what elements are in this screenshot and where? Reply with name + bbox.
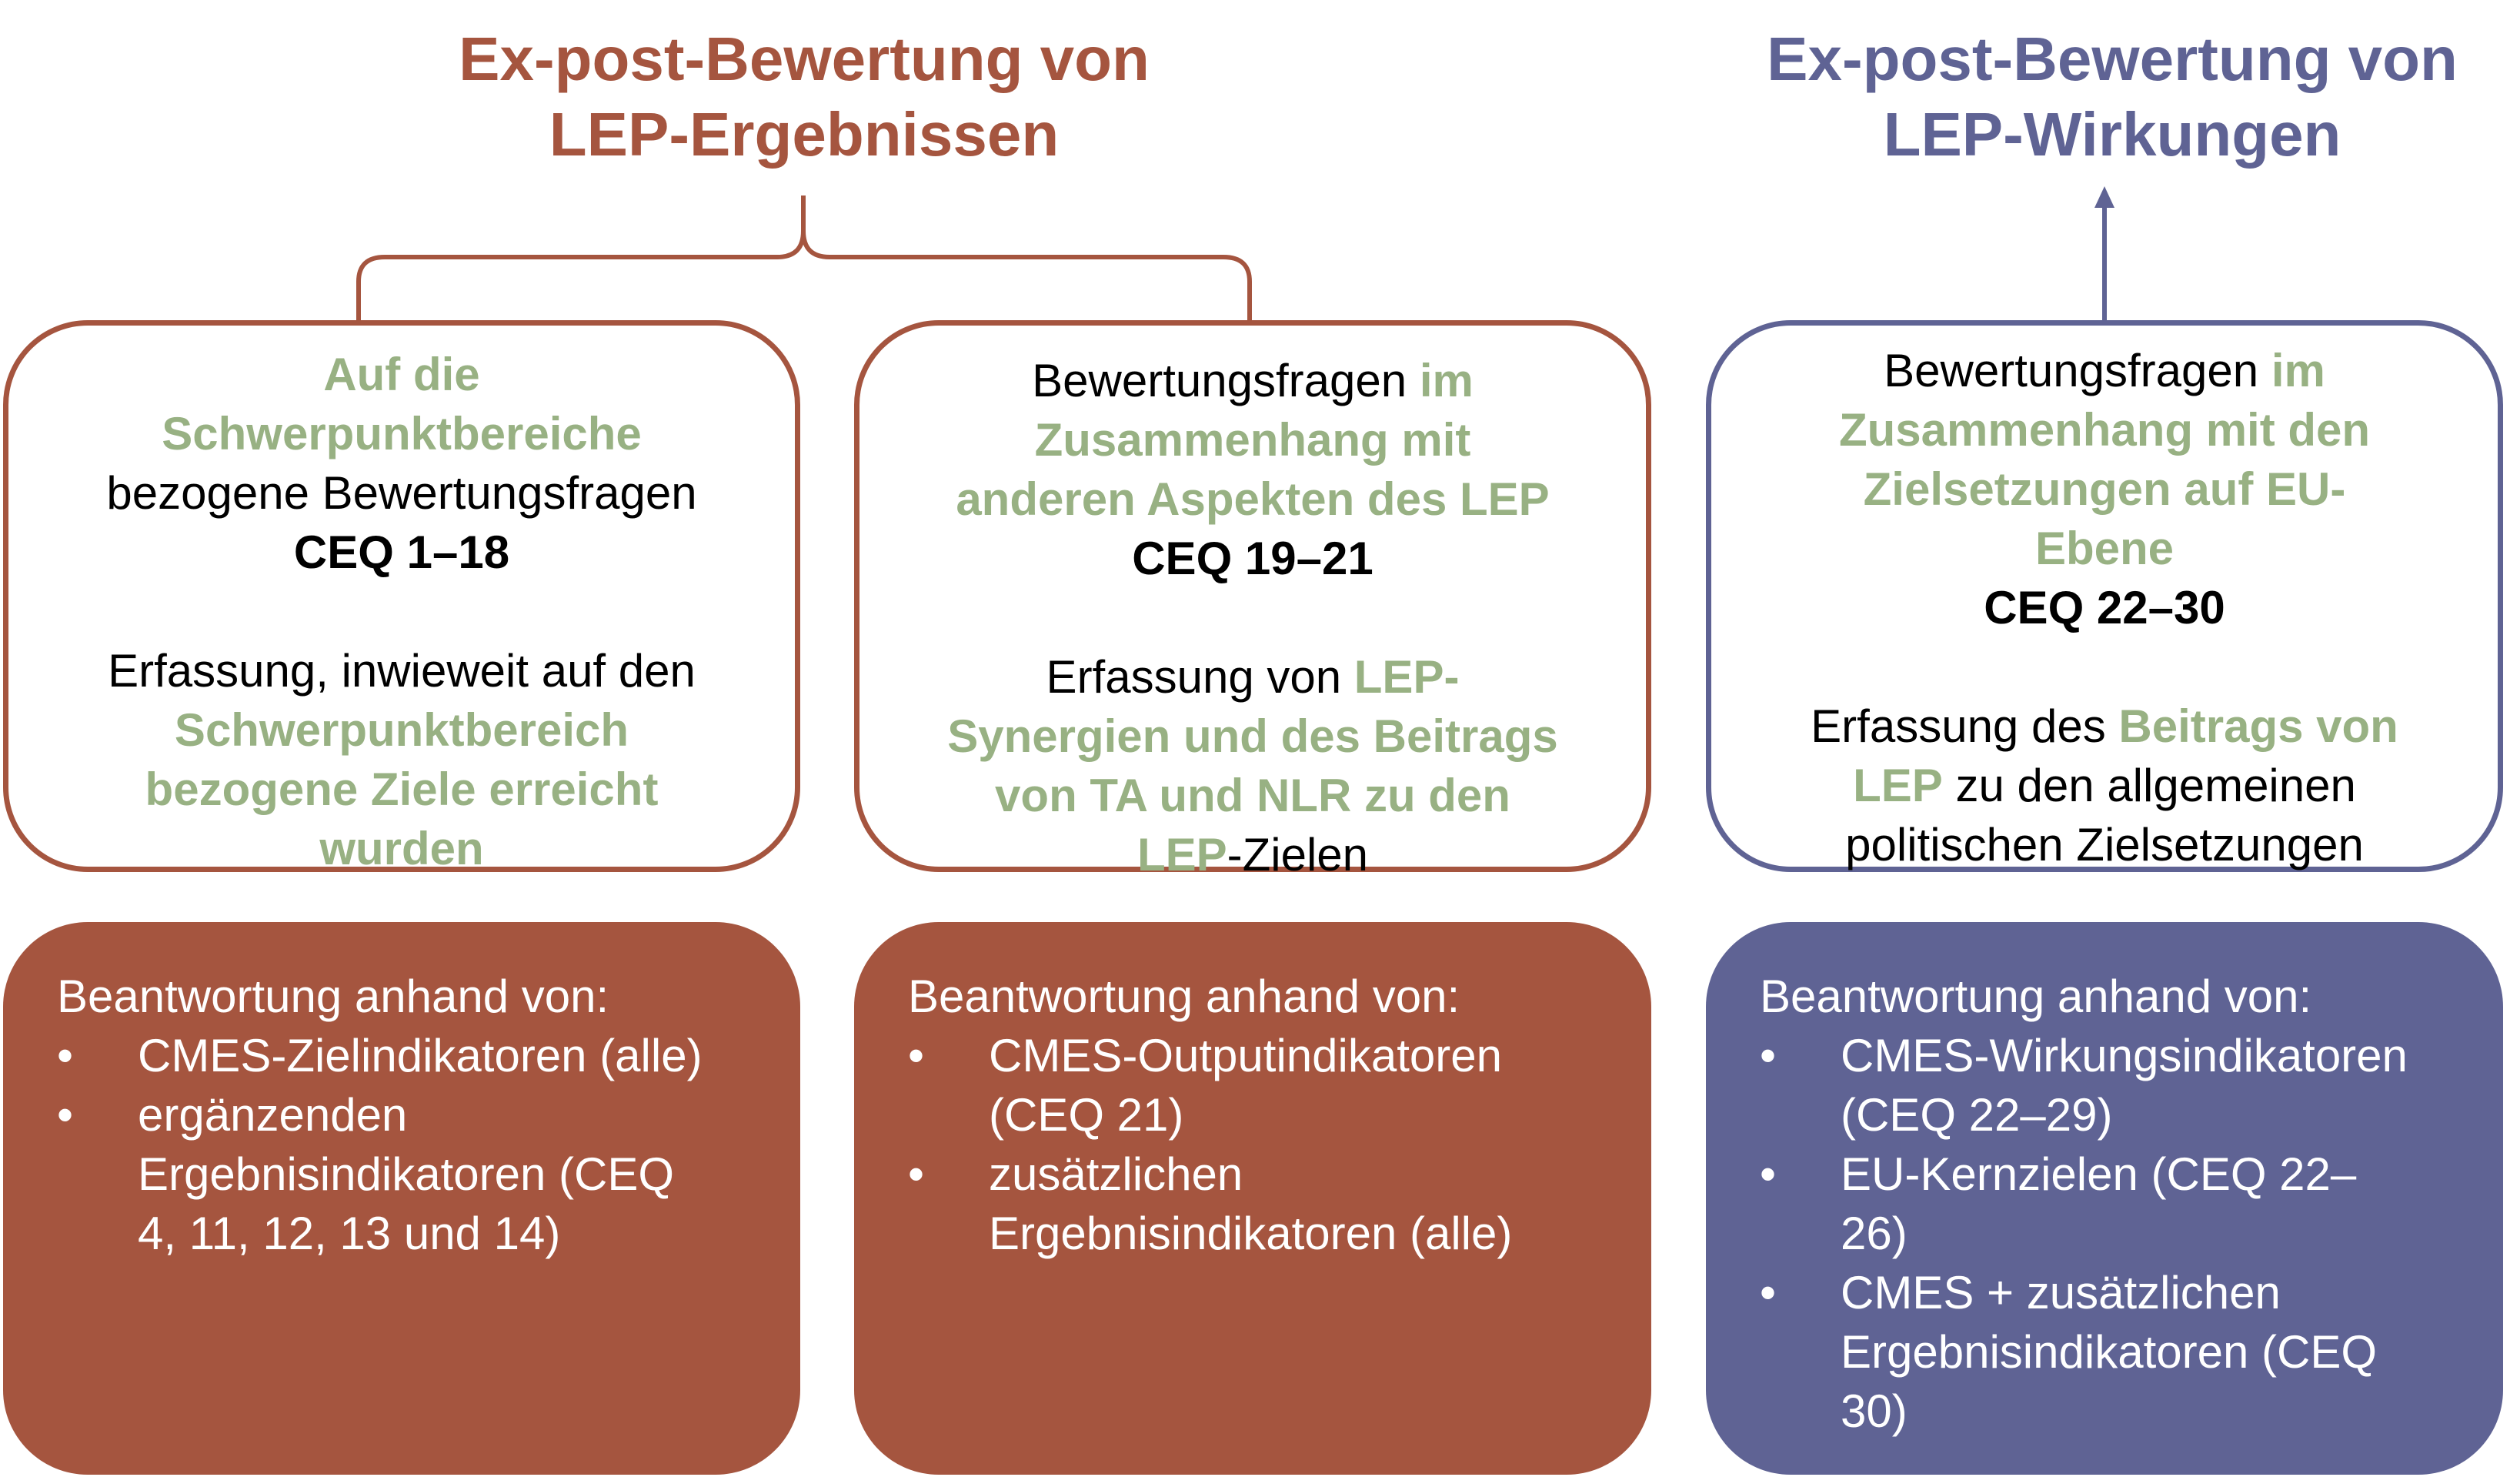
q2-line1-green: im (1419, 355, 1474, 406)
q3-line2: Zusammenhang mit den (1838, 404, 2371, 456)
bullet-icon: • (57, 1030, 74, 1081)
q2-desc-line1-plain: Erfassung von (1046, 651, 1354, 703)
q1-desc-line2: Schwerpunktbereich (174, 704, 629, 756)
heading-impacts: Ex-post-Bewertung von LEP-Wirkungen (1647, 22, 2520, 172)
arrow-up-icon (2094, 186, 2114, 208)
q2-line3: anderen Aspekten des LEP (956, 473, 1550, 525)
q2-desc-line4-plain: -Zielen (1227, 829, 1369, 881)
a3-list: • CMES-Wirkungsindikatoren (CEQ 22–29) •… (1760, 1026, 2472, 1441)
a1-intro: Beantwortung anhand von: (57, 971, 609, 1022)
a1-item1-line1: CMES-Zielindikatoren (alle) (138, 1030, 703, 1081)
q3-line1-plain: Bewertungsfragen (1884, 345, 2271, 396)
answer-box-impacts: Beantwortung anhand von: • CMES-Wirkungs… (1706, 922, 2503, 1475)
a1-item2-line2: Ergebnisindikatoren (CEQ (138, 1148, 675, 1200)
answer-box-other-aspects: Beantwortung anhand von: • CMES-Outputin… (854, 922, 1651, 1475)
q1-line1: Auf die (323, 349, 480, 400)
a2-item2-line1: zusätzlichen (989, 1148, 1243, 1200)
q2-desc-line4-green: LEP (1137, 829, 1227, 881)
q3-line3: Zielsetzungen auf EU- (1863, 463, 2346, 515)
q2-desc-line2: Synergien und des Beitrags (947, 710, 1558, 762)
a3-item3-line3: 30) (1841, 1385, 1908, 1437)
q3-desc-line2-plain: zu den allgemeinen (1942, 760, 2356, 811)
a1-item2-line3: 4, 11, 12, 13 und 14) (138, 1208, 561, 1259)
q3-line4: Ebene (2034, 523, 2175, 574)
a3-item1-line2: (CEQ 22–29) (1841, 1089, 2113, 1141)
list-item: • zusätzlichen Ergebnisindikatoren (alle… (908, 1145, 1620, 1263)
list-item: • ergänzenden Ergebnisindikatoren (CEQ 4… (57, 1085, 769, 1263)
list-item: • CMES-Wirkungsindikatoren (CEQ 22–29) (1760, 1026, 2472, 1145)
bullet-icon: • (908, 1030, 925, 1081)
q1-line3: bezogene Bewertungsfragen (106, 467, 697, 519)
a1-item2-line1: ergänzenden (138, 1089, 408, 1141)
bullet-icon: • (1760, 1148, 1777, 1200)
question-box-eu-objectives: Bewertungsfragen im Zusammenhang mit den… (1706, 320, 2503, 872)
heading-impacts-line2: LEP-Wirkungen (1883, 100, 2341, 169)
heading-results-line2: LEP-Ergebnissen (549, 100, 1060, 169)
q3-desc-line1-green: Beitrags von (2118, 700, 2398, 752)
bullet-icon: • (1760, 1030, 1777, 1081)
q1-ceq-range: CEQ 1–18 (293, 526, 510, 578)
q1-desc-line1: Erfassung, inwieweit auf den (108, 645, 696, 697)
a2-list: • CMES-Outputindikatoren (CEQ 21) • zusä… (908, 1026, 1620, 1263)
question-box-other-aspects: Bewertungsfragen im Zusammenhang mit and… (854, 320, 1651, 881)
q1-desc-line3: bezogene Ziele erreicht (145, 764, 659, 815)
heading-impacts-line1: Ex-post-Bewertung von (1767, 25, 2458, 93)
list-item: • CMES-Outputindikatoren (CEQ 21) (908, 1026, 1620, 1145)
q2-desc-line3: von TA und NLR zu den (995, 770, 1510, 821)
q3-desc-line1-plain: Erfassung des (1811, 700, 2119, 752)
q2-desc-line1-green: LEP- (1353, 651, 1460, 703)
list-item: • CMES-Zielindikatoren (alle) (57, 1026, 769, 1085)
a2-item1-line1: CMES-Outputindikatoren (989, 1030, 1502, 1081)
bullet-icon: • (57, 1089, 74, 1141)
a1-list: • CMES-Zielindikatoren (alle) • ergänzen… (57, 1026, 769, 1263)
a3-item3-line1: CMES + zusätzlichen (1841, 1267, 2281, 1318)
bullet-icon: • (908, 1148, 925, 1200)
list-item: • EU-Kernzielen (CEQ 22– 26) (1760, 1145, 2472, 1263)
a3-intro: Beantwortung anhand von: (1760, 971, 2312, 1022)
a2-intro: Beantwortung anhand von: (908, 971, 1460, 1022)
q1-desc-line4: wurden (319, 823, 484, 874)
a2-item1-line2: (CEQ 21) (989, 1089, 1184, 1141)
answer-box-results: Beantwortung anhand von: • CMES-Zielindi… (3, 922, 800, 1475)
q3-line1-green: im (2271, 345, 2325, 396)
q2-line2: Zusammenhang mit (1034, 414, 1471, 466)
bullet-icon: • (1760, 1267, 1777, 1318)
question-box-focus-areas: Auf die Schwerpunktbereiche bezogene Bew… (3, 320, 800, 874)
a3-item1-line1: CMES-Wirkungsindikatoren (1841, 1030, 2408, 1081)
a3-item2-line1: EU-Kernzielen (CEQ 22– (1841, 1148, 2357, 1200)
a3-item2-line2: 26) (1841, 1208, 1908, 1259)
q3-desc-line2-green: LEP (1853, 760, 1943, 811)
q2-ceq-range: CEQ 19–21 (1132, 533, 1373, 584)
heading-results: Ex-post-Bewertung von LEP-Ergebnissen (323, 22, 1285, 172)
curly-brace-connector (356, 195, 1252, 320)
q3-ceq-range: CEQ 22–30 (1984, 582, 2225, 633)
heading-results-line1: Ex-post-Bewertung von (459, 25, 1150, 93)
q3-desc-line3: politischen Zielsetzungen (1845, 819, 2364, 870)
list-item: • CMES + zusätzlichen Ergebnisindikatore… (1760, 1263, 2472, 1441)
q2-line1-plain: Bewertungsfragen (1032, 355, 1420, 406)
a2-item2-line2: Ergebnisindikatoren (alle) (989, 1208, 1513, 1259)
q1-line2: Schwerpunktbereiche (162, 408, 642, 459)
a3-item3-line2: Ergebnisindikatoren (CEQ (1841, 1326, 2378, 1378)
